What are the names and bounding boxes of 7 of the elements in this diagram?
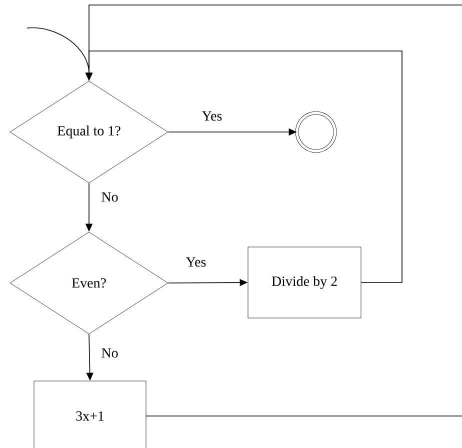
edge-label: No — [100, 191, 120, 203]
process-box: 3x+1 — [34, 380, 146, 448]
edge-label: Yes — [184, 256, 208, 268]
final-state-circle — [295, 111, 337, 153]
edge-label: Yes — [200, 110, 224, 122]
process-box: Divide by 2 — [248, 246, 362, 318]
edge-label: No — [100, 347, 120, 359]
